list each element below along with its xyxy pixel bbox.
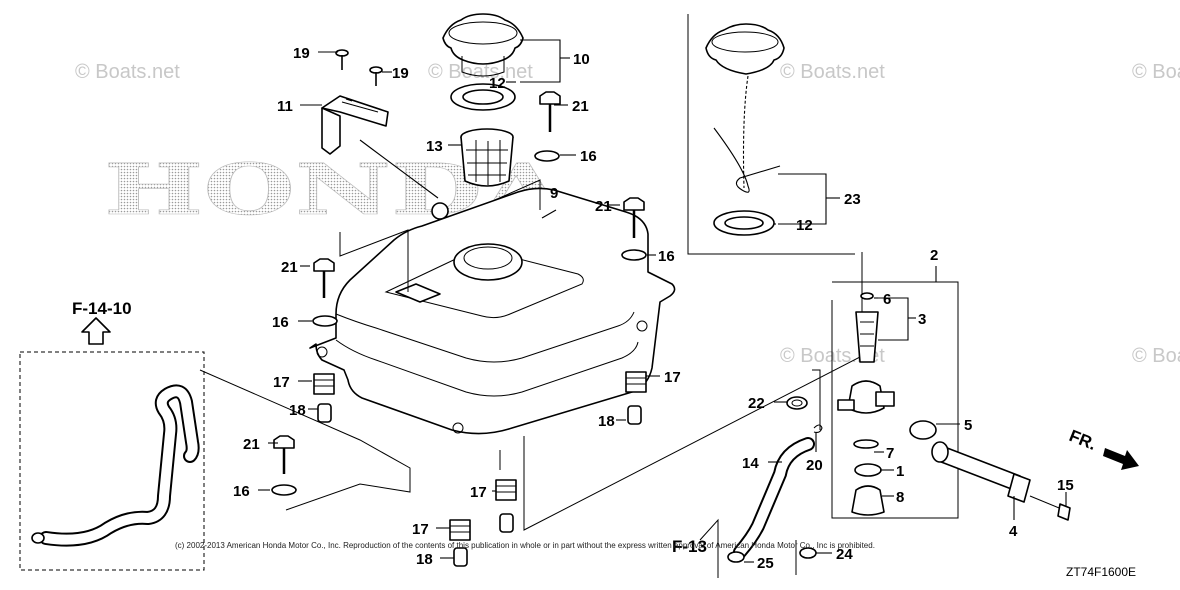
part-label[interactable]: 21 — [243, 436, 260, 453]
fuel-tube[interactable] — [733, 437, 815, 559]
valve-gasket[interactable] — [853, 439, 879, 449]
washer[interactable] — [534, 150, 560, 162]
part-label[interactable]: 12 — [796, 217, 813, 234]
cap-gasket[interactable] — [450, 83, 516, 111]
washer[interactable] — [312, 315, 338, 327]
part-label[interactable]: 16 — [233, 483, 250, 500]
part-label[interactable]: 5 — [964, 417, 972, 434]
screw[interactable] — [335, 49, 349, 70]
rubber-mount[interactable] — [495, 479, 517, 501]
part-label[interactable]: 17 — [412, 521, 429, 538]
bolt[interactable] — [313, 258, 335, 298]
part-label[interactable]: 10 — [573, 51, 590, 68]
tube-clamp[interactable] — [813, 424, 823, 434]
reference-label-f13[interactable]: F-13 — [672, 537, 707, 556]
collar[interactable] — [627, 405, 642, 425]
leader-lines — [258, 39, 1067, 563]
part-labels: 10 12 19 19 11 13 21 16 9 21 16 21 16 17… — [233, 45, 1074, 572]
washer[interactable] — [909, 420, 937, 440]
cap-gasket[interactable] — [713, 210, 775, 236]
part-label[interactable]: 17 — [664, 369, 681, 386]
tube-clip[interactable] — [786, 396, 808, 410]
part-label[interactable]: 9 — [550, 185, 558, 202]
part-label[interactable]: 3 — [918, 311, 926, 328]
part-label[interactable]: 16 — [658, 248, 675, 265]
part-label[interactable]: 21 — [595, 198, 612, 215]
bolt[interactable] — [539, 91, 561, 132]
watermark-layer: © Boats.net © Boats.net © Boats.net © Bo… — [75, 61, 1180, 367]
rubber-mount[interactable] — [625, 371, 647, 393]
fuel-gauge[interactable] — [321, 95, 449, 220]
tube-clip[interactable] — [727, 551, 745, 563]
part-label[interactable]: 19 — [293, 45, 310, 62]
part-label[interactable]: 14 — [742, 455, 759, 472]
diagram-code: ZT74F1600E — [1066, 565, 1136, 579]
valve-packing[interactable] — [854, 463, 882, 477]
ref-guide — [699, 518, 719, 578]
fuel-joint[interactable] — [931, 441, 1031, 503]
reference-inset — [19, 351, 205, 571]
part-label[interactable]: 16 — [272, 314, 289, 331]
collar[interactable] — [453, 547, 468, 567]
clamp-guide — [812, 369, 821, 430]
part-label[interactable]: 7 — [886, 445, 894, 462]
watermark: © Boats.net — [1132, 345, 1180, 367]
up-arrow-icon — [81, 317, 111, 345]
valve-cup[interactable] — [851, 485, 885, 516]
copyright-notice: (c) 2002-2013 American Honda Motor Co., … — [175, 541, 875, 550]
screw[interactable] — [369, 66, 383, 86]
collar[interactable] — [499, 513, 514, 533]
fuel-cap[interactable] — [442, 13, 524, 77]
washer[interactable] — [271, 484, 297, 496]
part-label[interactable]: 11 — [277, 98, 293, 115]
guide-lines — [199, 179, 863, 531]
part-label[interactable]: 21 — [572, 98, 589, 115]
part-label[interactable]: 6 — [883, 291, 891, 308]
part-label[interactable]: 19 — [392, 65, 409, 82]
part-label[interactable]: 21 — [281, 259, 298, 276]
part-label[interactable]: 24 — [836, 546, 853, 563]
part-label[interactable]: 18 — [289, 402, 306, 419]
inset-frame-cap — [687, 14, 855, 255]
part-label[interactable]: 20 — [806, 457, 823, 474]
part-label[interactable]: 25 — [757, 555, 774, 572]
watermark: © Boats.net — [428, 61, 533, 83]
bolt[interactable] — [273, 435, 295, 474]
bolt[interactable] — [1029, 495, 1071, 521]
part-label[interactable]: 1 — [896, 463, 904, 480]
fuel-tank[interactable] — [309, 187, 676, 435]
fuel-strainer[interactable] — [460, 128, 514, 187]
rubber-mount[interactable] — [313, 373, 335, 395]
part-label[interactable]: 15 — [1057, 477, 1074, 494]
watermark: © Boats.net — [75, 61, 180, 83]
part-label[interactable]: 18 — [598, 413, 615, 430]
part-label[interactable]: 22 — [748, 395, 765, 412]
bolt[interactable] — [623, 197, 645, 238]
part-label[interactable]: 13 — [426, 138, 443, 155]
front-direction-arrow: FR. — [1067, 426, 1139, 470]
part-label[interactable]: 17 — [273, 374, 290, 391]
part-label[interactable]: 16 — [580, 148, 597, 165]
part-label[interactable]: 8 — [896, 489, 904, 506]
fuel-valve[interactable] — [837, 292, 895, 414]
fuel-cap-with-chain[interactable] — [705, 23, 785, 193]
collar[interactable] — [317, 403, 332, 423]
part-label[interactable]: 17 — [470, 484, 487, 501]
valve-assy-frame — [831, 281, 959, 519]
reference-tube — [31, 384, 200, 547]
part-label[interactable]: 23 — [844, 191, 861, 208]
front-label: FR. — [1067, 426, 1100, 454]
part-label[interactable]: 4 — [1009, 523, 1018, 540]
watermark: © Boats.net — [780, 61, 885, 83]
reference-label-f14-10[interactable]: F-14-10 — [72, 299, 132, 318]
part-label[interactable]: 12 — [489, 75, 506, 92]
rubber-mount[interactable] — [449, 519, 471, 541]
watermark: © Boats.net — [1132, 61, 1180, 83]
part-label[interactable]: 2 — [930, 247, 938, 264]
washer[interactable] — [621, 249, 647, 261]
part-label[interactable]: 18 — [416, 551, 433, 568]
